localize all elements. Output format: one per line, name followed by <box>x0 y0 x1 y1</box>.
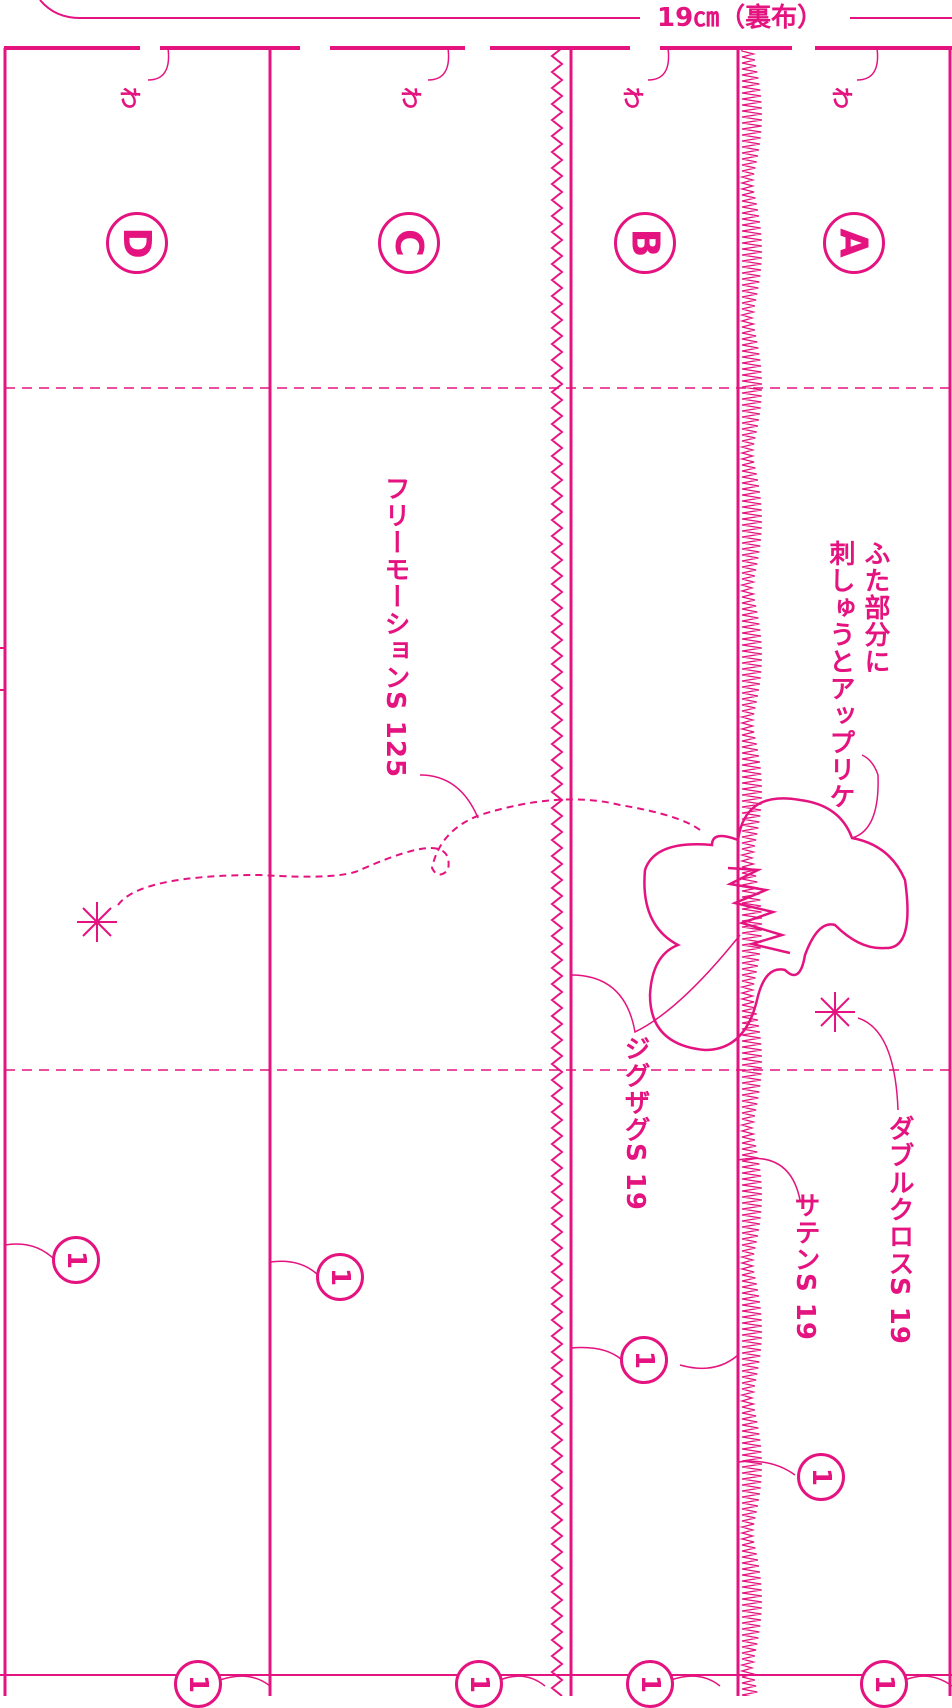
zigzag-stitch-line <box>550 47 564 1696</box>
number-marker: 1 <box>797 1453 845 1501</box>
number-marker: 1 <box>626 1660 674 1708</box>
applique-flower <box>643 797 909 1052</box>
satin-stitch-line <box>739 48 763 1696</box>
number-marker: 1 <box>174 1660 222 1708</box>
fold-mark: わ <box>116 86 142 110</box>
lid-embroidery-label-line1: ふた部分に <box>860 540 890 675</box>
marker-leaders <box>4 1243 952 1687</box>
fold-mark: わ <box>397 86 423 110</box>
double-cross-label: ダブルクロスS 19 <box>884 1115 914 1345</box>
applique-leader <box>851 754 879 839</box>
free-motion-label: フリーモーションS 125 <box>380 475 410 779</box>
applique-zigzag <box>726 866 791 955</box>
number-marker: 1 <box>52 1236 100 1284</box>
size-label: 19㎝（裏布） <box>651 5 830 31</box>
free-motion-leader <box>419 774 479 819</box>
zigzag-leader <box>570 934 741 1034</box>
satin-leader <box>737 1157 801 1201</box>
number-marker: 1 <box>620 1336 668 1384</box>
fold-mark-leaders <box>147 47 879 81</box>
fold-mark: わ <box>828 86 854 110</box>
number-marker: 1 <box>860 1660 908 1708</box>
double-cross-star <box>815 992 855 1032</box>
fold-mark: わ <box>619 86 645 110</box>
panel-label-c: C <box>378 212 440 274</box>
number-marker: 1 <box>316 1253 364 1301</box>
free-motion-stitch-path <box>117 798 701 906</box>
satin-label: サテンS 19 <box>790 1192 820 1341</box>
lid-embroidery-label-line2: 刺しゅうとアップリケ <box>825 540 855 810</box>
panel-label-d: D <box>106 212 168 274</box>
zigzag-label: ジグザグS 19 <box>620 1035 650 1211</box>
panel-label-b: B <box>614 212 676 274</box>
panel-label-a: A <box>823 212 885 274</box>
free-motion-star <box>77 902 117 942</box>
panel-borders <box>3 48 952 1696</box>
double-cross-leader <box>857 1017 899 1111</box>
dashed-fold-lines <box>5 387 950 1071</box>
size-bracket-line <box>39 0 640 19</box>
number-marker: 1 <box>455 1660 503 1708</box>
